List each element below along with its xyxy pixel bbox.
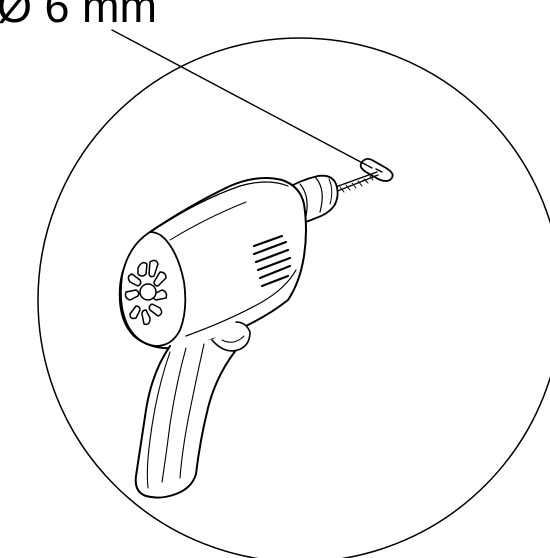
trigger-button — [211, 321, 251, 352]
drill-handle — [134, 335, 239, 499]
hole-icon — [359, 157, 394, 182]
detail-circle — [37, 37, 550, 558]
side-vents — [252, 234, 292, 288]
drill-bit-diameter-label: Ø 6 mm — [0, 0, 158, 32]
drill-icon — [118, 174, 339, 499]
rear-vents — [124, 259, 168, 326]
leader-line — [111, 29, 373, 169]
